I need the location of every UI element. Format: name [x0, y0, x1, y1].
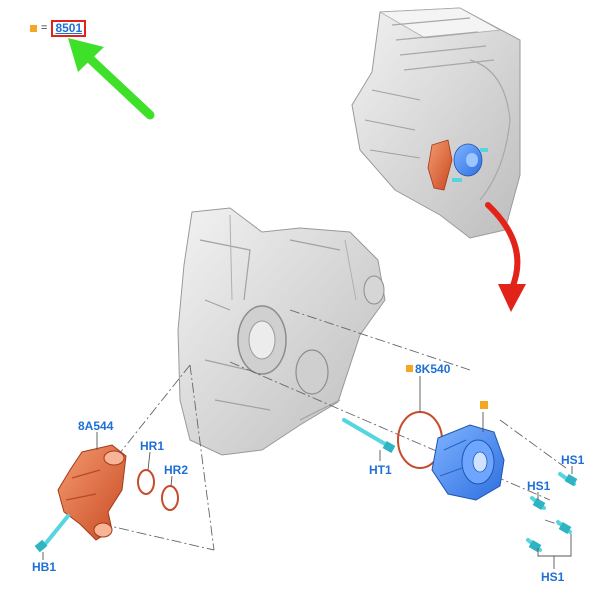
- legend: = 8501: [30, 19, 87, 37]
- bolt-hb1: [34, 514, 70, 553]
- marker-water-pump-icon: [480, 401, 488, 409]
- water-pump-housing-8a544: [57, 444, 127, 541]
- bolt-hs1-lower-left: [526, 538, 542, 552]
- label-hs1-upper: HS1: [561, 453, 585, 467]
- label-hs1-middle: HS1: [527, 479, 551, 493]
- legend-marker-icon: [30, 24, 37, 32]
- legend-equals: =: [41, 22, 48, 34]
- engine-overview-illustration: [351, 7, 521, 239]
- label-hs1-lower: HS1: [541, 570, 565, 584]
- marker-8k540-icon: [406, 365, 413, 372]
- bolt-hs1-middle: [530, 496, 546, 510]
- red-curved-arrow: [485, 202, 526, 312]
- legend-code-link[interactable]: 8501: [51, 19, 87, 37]
- stud-ht1: [342, 418, 396, 453]
- o-ring-hr1: [137, 469, 155, 495]
- water-pump: [431, 424, 505, 501]
- label-hr1: HR1: [140, 439, 165, 453]
- bolt-hs1-upper: [558, 472, 578, 486]
- o-ring-hr2: [161, 485, 179, 511]
- green-pointer-arrow: [68, 38, 155, 120]
- bolt-hs1-lower-right: [556, 520, 572, 534]
- label-ht1: HT1: [369, 463, 392, 477]
- label-hr2: HR2: [164, 463, 189, 477]
- label-hb1: HB1: [32, 560, 57, 574]
- label-8k540: 8K540: [415, 362, 451, 376]
- engine-block-illustration: [177, 207, 386, 456]
- leader-lines: [42, 376, 573, 569]
- label-8a544: 8A544: [78, 419, 114, 433]
